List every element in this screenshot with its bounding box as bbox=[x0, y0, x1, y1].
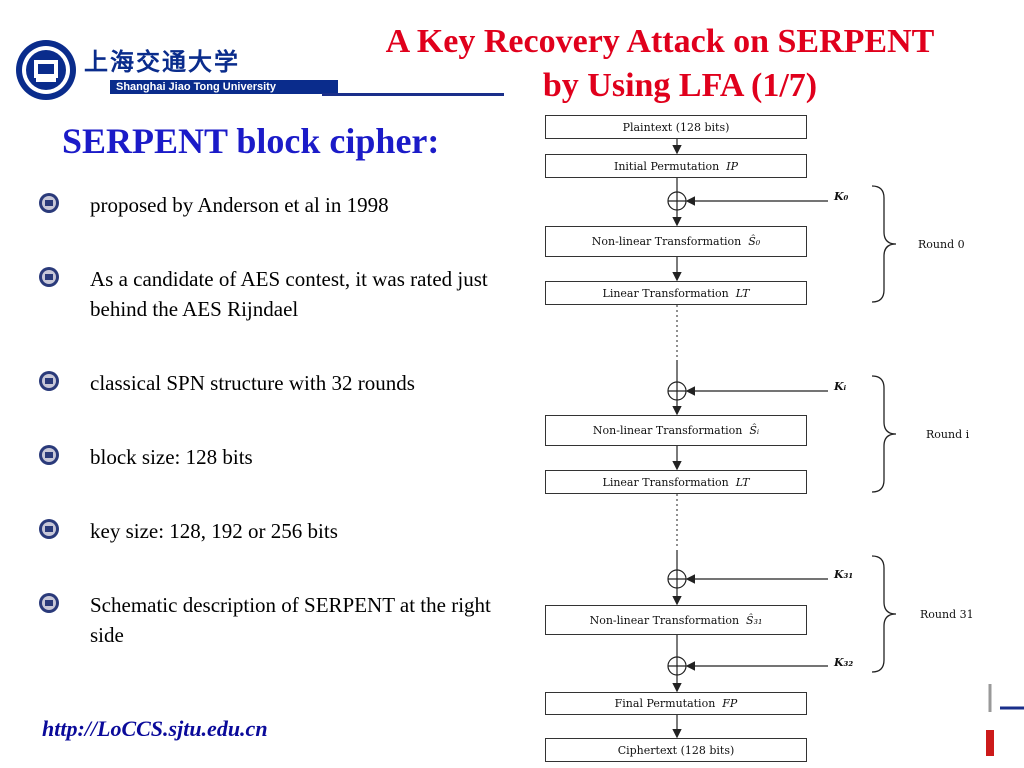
university-seal-icon bbox=[16, 40, 76, 100]
university-logo: 上海交通大学 Shanghai Jiao Tong University bbox=[14, 38, 338, 102]
bullet-item: As a candidate of AES contest, it was ra… bbox=[38, 264, 488, 321]
key-label-k0: K₀ bbox=[834, 190, 849, 203]
title-line-1: A Key Recovery Attack on SERPENT bbox=[385, 23, 935, 60]
key-label-ki: Kᵢ bbox=[834, 380, 847, 393]
bullet-item: Schematic description of SERPENT at the … bbox=[38, 590, 491, 647]
bullet-text: Schematic description of SERPENT at the … bbox=[90, 593, 491, 647]
bullet-item: proposed by Anderson et al in 1998 bbox=[38, 190, 389, 217]
seal-bullet-icon bbox=[39, 445, 59, 465]
round-label-31: Round 31 bbox=[920, 608, 974, 621]
seal-bullet-icon bbox=[39, 519, 59, 539]
nonlinear-box-roundi: Non-linear Transformation Ŝᵢ bbox=[545, 415, 807, 446]
bullet-text: block size: 128 bits bbox=[90, 445, 253, 469]
slide-title: A Key Recovery Attack on SERPENT by Usin… bbox=[300, 20, 1020, 108]
ciphertext-box: Ciphertext (128 bits) bbox=[545, 738, 807, 762]
university-name-en: Shanghai Jiao Tong University bbox=[110, 80, 338, 94]
bullet-item: block size: 128 bits bbox=[38, 442, 253, 469]
nonlinear-box-round31: Non-linear Transformation Ŝ₃₁ bbox=[545, 605, 807, 635]
initial-permutation-box: Initial Permutation IP bbox=[545, 154, 807, 178]
seal-bullet-icon bbox=[39, 593, 59, 613]
seal-bullet-icon bbox=[39, 193, 59, 213]
xor-icon bbox=[667, 191, 687, 211]
bullet-text: proposed by Anderson et al in 1998 bbox=[90, 193, 389, 217]
linear-box-roundi: Linear Transformation LT bbox=[545, 470, 807, 494]
bullet-text: key size: 128, 192 or 256 bits bbox=[90, 519, 338, 543]
header-divider bbox=[322, 93, 504, 96]
section-heading: SERPENT block cipher: bbox=[62, 121, 440, 161]
key-label-k31: K₃₁ bbox=[834, 568, 854, 581]
bullet-item: classical SPN structure with 32 rounds bbox=[38, 368, 415, 395]
footer-url: http://LoCCS.sjtu.edu.cn bbox=[42, 716, 268, 741]
bullet-item: key size: 128, 192 or 256 bits bbox=[38, 516, 338, 543]
seal-bullet-icon bbox=[39, 267, 59, 287]
round-label-0: Round 0 bbox=[918, 238, 965, 251]
title-line-2: by Using LFA (1/7) bbox=[542, 67, 818, 104]
bullet-text: classical SPN structure with 32 rounds bbox=[90, 371, 415, 395]
seal-bullet-icon bbox=[39, 371, 59, 391]
final-permutation-box: Final Permutation FP bbox=[545, 692, 807, 715]
linear-box-round0: Linear Transformation LT bbox=[545, 281, 807, 305]
bullet-text: As a candidate of AES contest, it was ra… bbox=[90, 267, 488, 321]
nonlinear-box-round0: Non-linear Transformation Ŝ₀ bbox=[545, 226, 807, 257]
plaintext-box: Plaintext (128 bits) bbox=[545, 115, 807, 139]
key-label-k32: K₃₂ bbox=[834, 656, 854, 669]
round-label-i: Round i bbox=[926, 428, 970, 441]
university-name-cn: 上海交通大学 bbox=[84, 47, 240, 76]
